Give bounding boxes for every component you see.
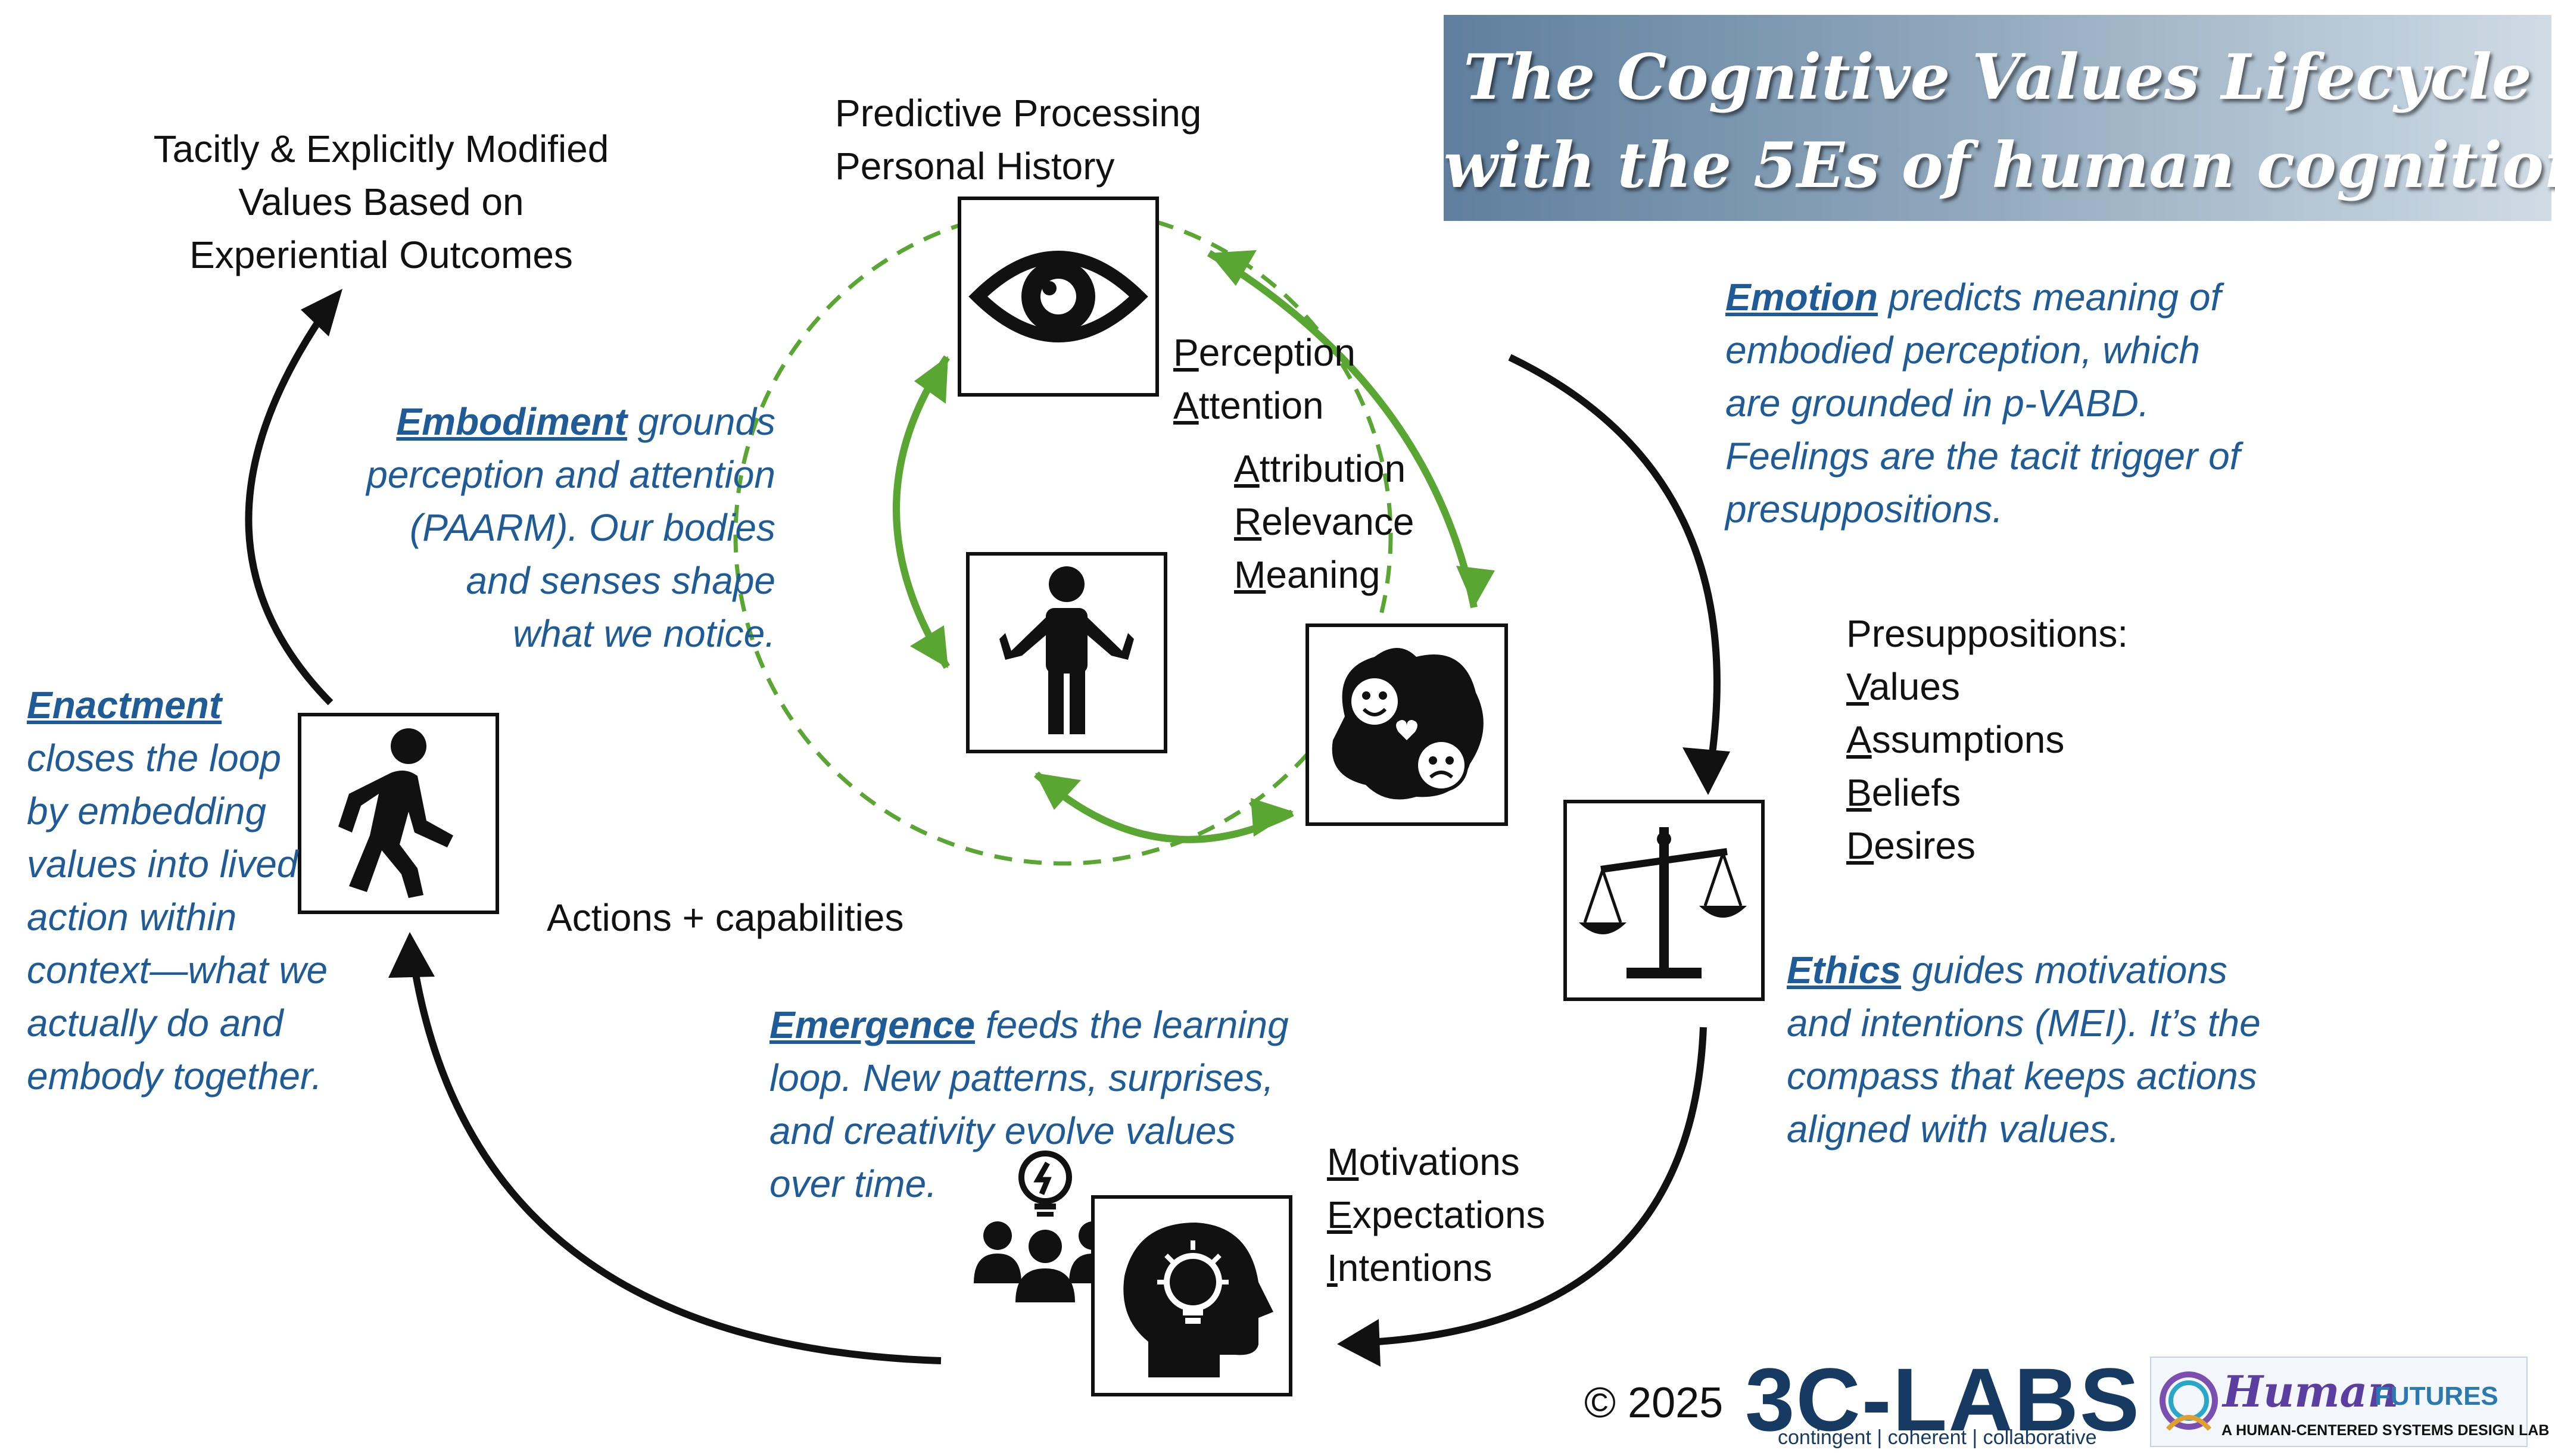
black-arrowhead bbox=[1337, 1319, 1381, 1367]
enactment-text: Enactment closes the loop by embedding v… bbox=[27, 679, 384, 1103]
title-line-2: with the 5Es of human cognition bbox=[1444, 128, 2555, 202]
actions-capabilities-label: Actions + capabilities bbox=[547, 896, 904, 939]
presuppositions-label: Presuppositions: Values Assumptions Beli… bbox=[1846, 607, 2128, 872]
assumptions-term: Assumptions bbox=[1846, 718, 2065, 761]
title-banner: The Cognitive Values Lifecycle with the … bbox=[1444, 15, 2555, 221]
logo-3c-labs: 3C-LABS contingent | coherent | collabor… bbox=[1745, 1349, 2141, 1450]
green-arrowhead bbox=[1209, 250, 1257, 286]
logo-hf-word1: Human bbox=[2223, 1366, 2399, 1417]
modified-line-3: Experiential Outcomes bbox=[189, 233, 573, 276]
perception-term: Perception bbox=[1173, 331, 1356, 374]
black-arrow-emergence-enactment bbox=[409, 952, 942, 1364]
emergence-text: Emergence feeds the learning loop. New p… bbox=[769, 1003, 1289, 1205]
logo-3c-text: 3C-LABS bbox=[1745, 1349, 2141, 1449]
intentions-term: Intentions bbox=[1327, 1246, 1493, 1289]
black-arrowhead bbox=[388, 932, 435, 978]
values-term: Values bbox=[1846, 665, 1960, 708]
black-arrow-enactment-modified bbox=[245, 301, 334, 706]
enactment-keyword: Enactment bbox=[27, 684, 222, 727]
copyright: © 2025 bbox=[1584, 1379, 1724, 1427]
ethics-icon-box bbox=[1563, 800, 1765, 1001]
ethics-keyword: Ethics bbox=[1787, 949, 1902, 992]
emotion-keyword: Emotion bbox=[1725, 276, 1878, 319]
human-futures-emblem-icon bbox=[2160, 1371, 2218, 1431]
attention-term: Attention bbox=[1173, 384, 1324, 427]
desires-term: Desires bbox=[1846, 824, 1976, 867]
embodiment-keyword: Embodiment bbox=[396, 400, 627, 443]
relevance-term: Relevance bbox=[1234, 500, 1414, 543]
modified-line-2: Values Based on bbox=[238, 180, 524, 223]
motivations-term: Motivations bbox=[1327, 1140, 1520, 1183]
logo-3c-tagline: contingent | coherent | collaborative bbox=[1778, 1426, 2097, 1449]
perception-icon-box bbox=[958, 197, 1159, 397]
head-lightbulb-icon bbox=[1123, 1223, 1273, 1377]
green-arrowhead bbox=[1251, 798, 1294, 837]
logo-hf-tagline: A HUMAN-CENTERED SYSTEMS DESIGN LAB bbox=[2221, 1422, 2550, 1439]
black-arrow-ethics-emergence bbox=[1357, 1027, 1707, 1346]
walking-person-icon bbox=[338, 728, 453, 898]
ethics-text: Ethics guides motivations and intentions… bbox=[1787, 949, 2261, 1151]
emergence-icon-box bbox=[1091, 1195, 1292, 1396]
emotion-icon-box bbox=[1305, 623, 1508, 826]
emergence-keyword: Emergence bbox=[769, 1003, 976, 1046]
logo-human-futures: Human FUTURES A HUMAN-CENTERED SYSTEMS D… bbox=[2150, 1357, 2550, 1447]
modified-values-label: Tacitly & Explicitly Modified Values Bas… bbox=[137, 123, 625, 282]
green-arrowhead bbox=[1035, 773, 1081, 810]
black-arrowhead bbox=[1682, 747, 1730, 795]
expectations-term: Expectations bbox=[1327, 1193, 1546, 1236]
eye-icon bbox=[968, 251, 1148, 342]
shrugging-person-icon bbox=[999, 566, 1134, 734]
meaning-term: Meaning bbox=[1234, 553, 1381, 596]
embodiment-text: Embodiment grounds perception and attent… bbox=[366, 400, 775, 655]
balance-scale-icon bbox=[1579, 827, 1747, 978]
black-arrow-emotion-ethics bbox=[1508, 354, 1721, 775]
green-arrowhead bbox=[1456, 566, 1495, 607]
mei-label: Motivations Expectations Intentions bbox=[1327, 1136, 1545, 1295]
embodiment-icon-box bbox=[966, 552, 1167, 753]
emotion-text: Emotion predicts meaning of embodied per… bbox=[1725, 276, 2241, 531]
predictive-line-1: Predictive Processing bbox=[835, 92, 1202, 135]
presuppositions-title: Presuppositions: bbox=[1846, 612, 2129, 655]
brain-emotions-icon bbox=[1332, 648, 1484, 800]
predictive-line-2: Personal History bbox=[835, 145, 1115, 188]
arm-label: Attribution Relevance Meaning bbox=[1234, 442, 1414, 601]
modified-line-1: Tacitly & Explicitly Modified bbox=[153, 127, 609, 170]
green-arrowhead bbox=[910, 625, 948, 668]
enactment-icon-box bbox=[298, 713, 499, 914]
green-arrow-eye-body bbox=[893, 355, 951, 669]
logo-hf-word2: FUTURES bbox=[2375, 1382, 2498, 1411]
green-arrowhead bbox=[914, 356, 948, 404]
perception-attention-label: Perception Attention bbox=[1173, 326, 1356, 432]
beliefs-term: Beliefs bbox=[1846, 771, 1961, 814]
dashed-ring bbox=[733, 206, 1393, 866]
black-arrowhead bbox=[301, 289, 342, 336]
green-arrow-eye-brain bbox=[1207, 250, 1478, 609]
title-line-1: The Cognitive Values Lifecycle bbox=[1463, 40, 2532, 114]
team-lightbulb-icon bbox=[974, 1151, 1117, 1302]
predictive-processing-label: Predictive Processing Personal History bbox=[835, 87, 1201, 193]
attribution-term: Attribution bbox=[1234, 447, 1406, 490]
